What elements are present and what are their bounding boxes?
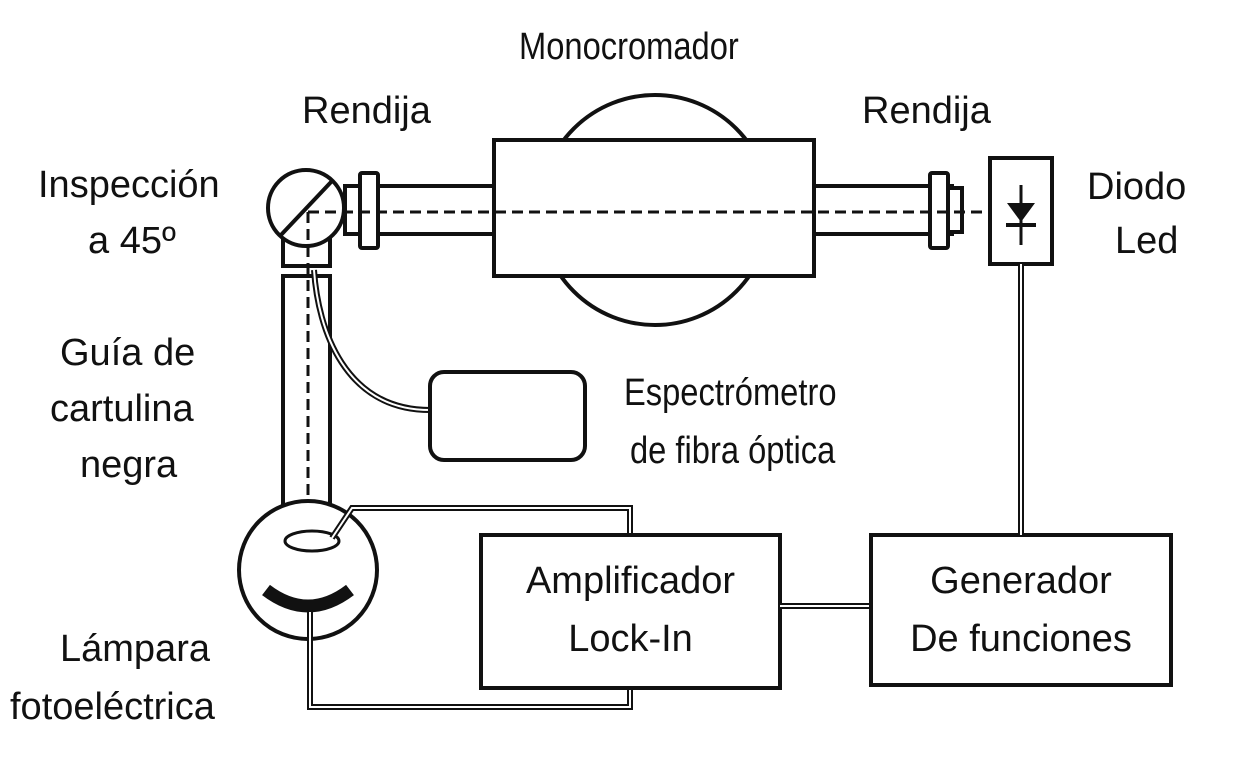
label-espectrometro-2: de fibra óptica bbox=[630, 430, 836, 472]
label-rendija-left: Rendija bbox=[302, 90, 431, 132]
label-lampara-1: Lámpara bbox=[60, 628, 210, 670]
label-inspeccion-1: Inspección bbox=[38, 164, 220, 206]
label-diodo-1: Diodo bbox=[1087, 166, 1187, 208]
lamp-cathode bbox=[262, 584, 354, 613]
function-generator-box bbox=[869, 533, 1173, 687]
label-rendija-right: Rendija bbox=[862, 90, 991, 132]
label-amplificador-2: Lock-In bbox=[568, 618, 693, 660]
label-amplificador-1: Amplificador bbox=[525, 560, 736, 602]
right-slit-cap bbox=[946, 186, 964, 234]
label-monocromador: Monocromador bbox=[519, 26, 739, 68]
lock-in-amplifier-box bbox=[479, 533, 782, 690]
label-guia-3: negra bbox=[80, 444, 178, 486]
monochromator-body bbox=[492, 138, 816, 278]
lamp-anode bbox=[283, 529, 341, 553]
label-guia-2: cartulina bbox=[50, 388, 194, 430]
label-diodo-2: Led bbox=[1115, 220, 1179, 262]
label-guia-1: Guía de bbox=[60, 332, 196, 374]
diode-symbol bbox=[1007, 203, 1035, 222]
label-generador-2: De funciones bbox=[910, 618, 1132, 660]
optical-beam bbox=[306, 210, 990, 510]
label-inspeccion-2: a 45º bbox=[88, 220, 176, 262]
label-lampara-2: fotoeléctrica bbox=[10, 686, 215, 728]
label-espectrometro-1: Espectrómetro bbox=[624, 372, 837, 414]
spectrometer-box bbox=[428, 370, 587, 462]
label-generador-1: Generador bbox=[930, 560, 1112, 602]
